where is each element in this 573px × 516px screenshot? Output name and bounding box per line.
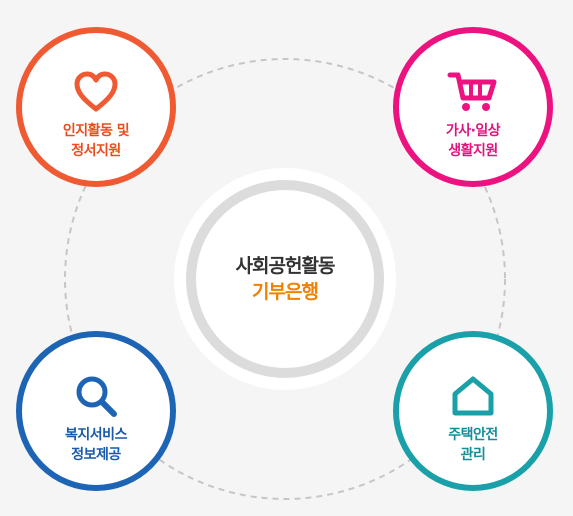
node-welfare-line1: 복지서비스 — [65, 427, 127, 443]
node-care-line2: 정서지원 — [71, 143, 121, 159]
node-housing-line1: 주택안전 — [448, 427, 498, 443]
node-housing-line2: 관리 — [460, 447, 486, 463]
node-welfare[interactable]: 복지서비스 정보제공 — [16, 331, 176, 491]
node-care-label: 인지활동 및 정서지원 — [62, 121, 130, 161]
heart-icon — [73, 69, 119, 115]
center-ring: 사회공헌활동 기부은행 — [186, 180, 384, 378]
search-icon — [73, 373, 119, 419]
node-housework-line1: 가사·일상 — [445, 123, 501, 139]
house-icon — [450, 373, 496, 419]
node-housework[interactable]: 가사·일상 생활지원 — [393, 27, 553, 187]
node-housework-label: 가사·일상 생활지원 — [445, 121, 501, 161]
node-housing[interactable]: 주택안전 관리 — [393, 331, 553, 491]
node-care-line1: 인지활동 및 — [62, 123, 130, 139]
node-care[interactable]: 인지활동 및 정서지원 — [16, 27, 176, 187]
node-welfare-label: 복지서비스 정보제공 — [65, 425, 127, 465]
node-housing-label: 주택안전 관리 — [448, 425, 498, 465]
cart-icon — [447, 69, 499, 115]
node-housework-line2: 생활지원 — [448, 143, 498, 159]
node-welfare-line2: 정보제공 — [71, 447, 121, 463]
center-circle: 사회공헌활동 기부은행 — [174, 168, 396, 390]
center-title: 사회공헌활동 — [235, 255, 336, 277]
center-subtitle: 기부은행 — [252, 281, 319, 303]
